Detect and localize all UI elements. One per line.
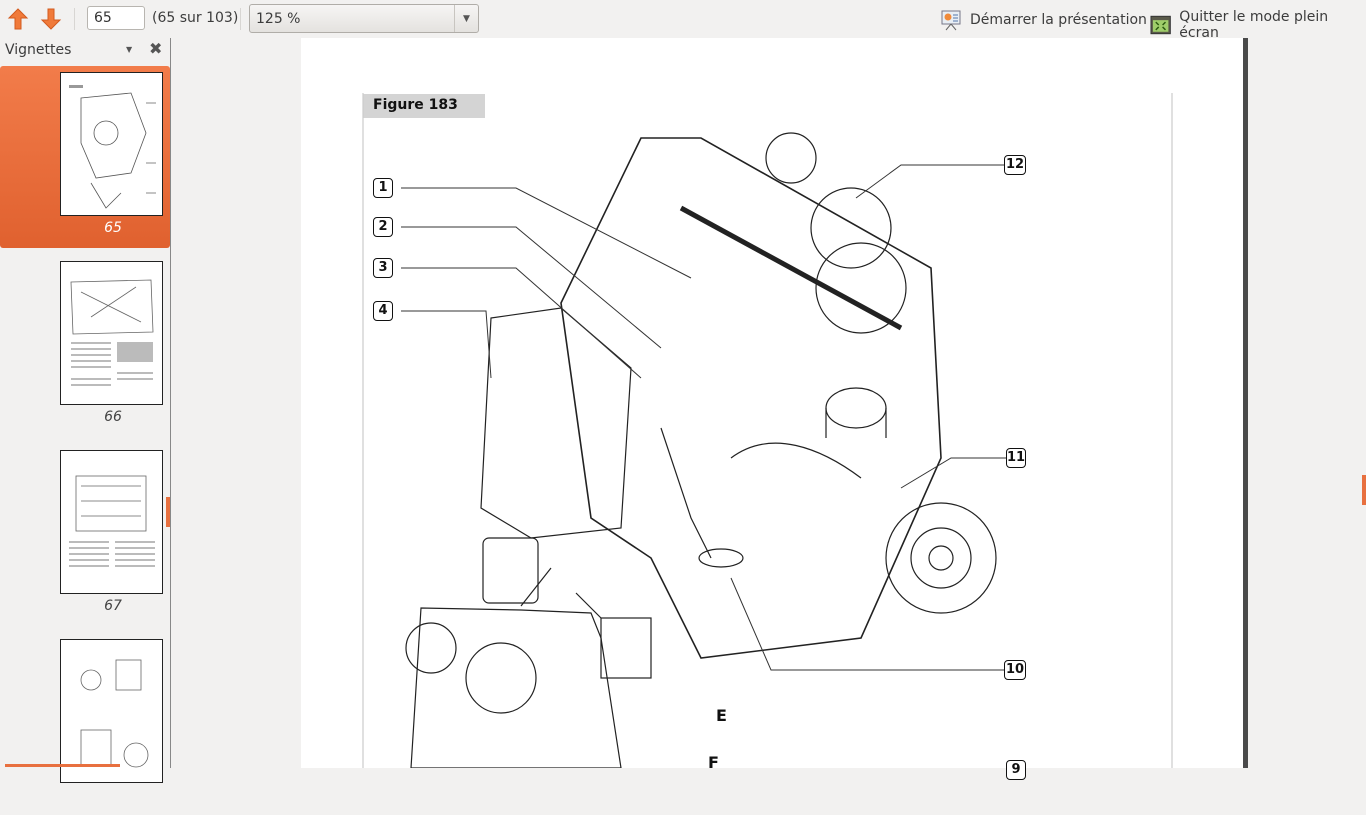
presentation-icon	[941, 10, 961, 31]
thumbnail-image	[60, 450, 163, 594]
callout-3: 3	[373, 258, 393, 278]
separator	[74, 8, 75, 30]
arrow-up-icon	[7, 8, 29, 30]
leave-fullscreen-button[interactable]: Quitter le mode plein écran	[1150, 9, 1366, 41]
thumbnail-page[interactable]: 66	[0, 255, 170, 437]
document-view[interactable]: Figure 183 E	[170, 38, 1366, 780]
separator	[240, 8, 241, 30]
next-page-button[interactable]	[38, 6, 64, 32]
callout-9: 9	[1006, 760, 1026, 780]
start-presentation-button[interactable]: Démarrer la présentation	[940, 9, 1147, 31]
thumbnail-image	[60, 72, 163, 216]
page-number-input[interactable]	[87, 6, 145, 30]
letter-label: F	[708, 753, 719, 768]
thumbnail-label: 66	[104, 409, 122, 425]
sidebar-scroll-indicator	[5, 764, 120, 767]
leave-fullscreen-icon	[1150, 15, 1171, 35]
callout-11: 11	[1006, 448, 1026, 468]
thumbnails-sidebar: Vignettes ▼ ✖ 65 66 67	[0, 38, 170, 783]
thumbnail-image	[60, 261, 163, 405]
start-presentation-label: Démarrer la présentation	[970, 12, 1147, 28]
figure-title: Figure 183	[363, 94, 485, 118]
sidebar-menu-dropdown[interactable]: ▼	[126, 45, 133, 54]
callout-12: 12	[1004, 155, 1026, 175]
sidebar-title: Vignettes	[5, 42, 72, 58]
document-scrollbar[interactable]	[1362, 475, 1366, 505]
previous-page-button[interactable]	[5, 6, 31, 32]
thumbnail-image	[60, 639, 163, 783]
callout-1: 1	[373, 178, 393, 198]
thumbnail-label: 65	[104, 220, 122, 236]
leave-fullscreen-label: Quitter le mode plein écran	[1179, 9, 1329, 41]
page-count: (65 sur 103)	[152, 10, 239, 26]
toolbar: (65 sur 103) 125 % ▼ Démarrer la présent…	[0, 0, 1366, 41]
arrow-down-icon	[40, 8, 62, 30]
engine-illustration: E F	[362, 93, 1173, 768]
thumbnail-label: 67	[104, 598, 122, 614]
zoom-select[interactable]: 125 % ▼	[249, 4, 479, 33]
callout-4: 4	[373, 301, 393, 321]
page-edge	[1243, 38, 1248, 768]
letter-label: E	[716, 706, 727, 725]
zoom-value: 125 %	[256, 11, 301, 27]
thumbnail-page[interactable]: 65	[0, 66, 170, 248]
thumbnail-page[interactable]	[0, 633, 170, 815]
sidebar-scrollbar[interactable]	[166, 497, 170, 527]
callout-2: 2	[373, 217, 393, 237]
chevron-down-icon: ▼	[454, 5, 478, 32]
thumbnail-page[interactable]: 67	[0, 444, 170, 626]
close-sidebar-icon[interactable]: ✖	[149, 39, 163, 58]
document-page: Figure 183 E	[301, 38, 1243, 780]
callout-10: 10	[1004, 660, 1026, 680]
